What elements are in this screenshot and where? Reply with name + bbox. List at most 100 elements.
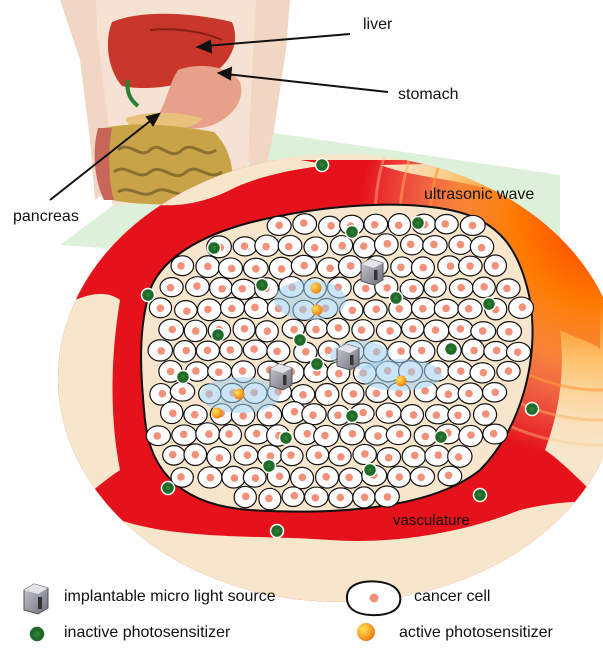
stomach-label: stomach bbox=[398, 86, 458, 104]
cancer-cell bbox=[306, 319, 328, 339]
cancer-cell bbox=[243, 340, 267, 360]
cancer-cell bbox=[509, 297, 534, 318]
cancer-cell bbox=[244, 297, 268, 318]
cancer-cell bbox=[218, 258, 242, 278]
cancer-cell bbox=[400, 279, 423, 298]
cancer-cell bbox=[198, 299, 222, 321]
inactive-photosensitizer bbox=[526, 403, 539, 416]
cancer-cell bbox=[458, 383, 482, 404]
cancer-cell bbox=[375, 234, 399, 255]
cancer-cell bbox=[449, 319, 473, 339]
cancer-cell bbox=[458, 299, 482, 319]
cancer-cell bbox=[222, 466, 246, 488]
cancer-cell bbox=[161, 402, 183, 424]
inactive-photosensitizer bbox=[364, 464, 377, 477]
cancer-cell bbox=[448, 446, 472, 468]
cancer-cell bbox=[388, 214, 410, 236]
cancer-cell bbox=[196, 256, 220, 278]
cancer-cell bbox=[304, 237, 328, 257]
micro-light-source bbox=[361, 259, 383, 285]
cancer-cell bbox=[365, 426, 389, 445]
micro-light-source bbox=[270, 364, 292, 390]
cancer-cell bbox=[449, 235, 472, 254]
cancer-cell bbox=[423, 236, 447, 255]
inactive-photosensitizer bbox=[445, 343, 458, 356]
cancer-cell bbox=[448, 405, 470, 424]
light-glow bbox=[274, 280, 346, 320]
active-photosensitizer bbox=[312, 305, 323, 316]
cancer-cell bbox=[171, 468, 193, 488]
cancer-cell bbox=[219, 424, 241, 445]
vasculature-label: vasculature bbox=[393, 512, 470, 529]
cancer-cell bbox=[329, 446, 351, 466]
cancer-cell bbox=[149, 298, 171, 318]
cancer-cell bbox=[497, 279, 520, 298]
cancer-cell bbox=[317, 258, 341, 278]
active-photosensitizer bbox=[311, 283, 322, 294]
inactive-photosensitizer bbox=[346, 410, 359, 423]
cancer-cell bbox=[459, 425, 483, 446]
cancer-cell bbox=[184, 444, 207, 466]
cancer-cell bbox=[267, 216, 291, 235]
cancer-cell bbox=[198, 467, 222, 488]
cancer-cell bbox=[159, 319, 184, 340]
cancer-cell bbox=[231, 279, 255, 299]
legend-inactive-label: inactive photosensitizer bbox=[64, 624, 230, 642]
legend-active-label: active photosensitizer bbox=[399, 624, 553, 642]
cancer-cell bbox=[291, 467, 314, 488]
cancer-cell bbox=[401, 405, 424, 426]
cancer-cell bbox=[426, 405, 451, 424]
cancer-cell bbox=[306, 445, 328, 465]
legend-cancer-cell-label: cancer cell bbox=[414, 588, 490, 606]
cancer-cell bbox=[484, 255, 506, 276]
cancer-cell bbox=[484, 341, 508, 360]
cancer-cell bbox=[293, 214, 317, 234]
inactive-photosensitizer bbox=[316, 159, 329, 172]
cancer-cell bbox=[376, 321, 401, 341]
cancer-cell bbox=[210, 278, 233, 299]
cancer-cell bbox=[196, 341, 219, 360]
ultrasonic-wave-label: ultrasonic wave bbox=[424, 186, 534, 204]
cancer-cell bbox=[245, 425, 270, 444]
cancer-cell bbox=[244, 258, 269, 278]
legend-light-source-icon bbox=[24, 584, 48, 614]
cancer-cell bbox=[234, 445, 258, 465]
cancer-cell bbox=[256, 321, 279, 342]
cancer-cell bbox=[425, 445, 449, 466]
inactive-photosensitizer bbox=[212, 329, 225, 342]
cancer-cell bbox=[375, 486, 400, 507]
cancer-cell bbox=[411, 257, 434, 279]
cancer-cell bbox=[186, 277, 210, 297]
cancer-cell bbox=[434, 299, 458, 318]
cancer-cell bbox=[470, 236, 493, 257]
legend-active-icon bbox=[357, 623, 375, 641]
cancer-cell bbox=[483, 424, 508, 444]
cancer-cell bbox=[221, 298, 245, 318]
cancer-cell bbox=[278, 235, 302, 255]
inactive-photosensitizer bbox=[177, 371, 190, 384]
cancer-cell bbox=[448, 361, 473, 381]
inactive-photosensitizer bbox=[271, 525, 284, 538]
cancer-cell bbox=[473, 404, 496, 426]
cancer-cell bbox=[171, 256, 194, 276]
inactive-photosensitizer bbox=[435, 431, 448, 444]
cancer-cell bbox=[174, 341, 196, 362]
cancer-cell bbox=[402, 319, 424, 339]
inactive-photosensitizer bbox=[208, 242, 221, 255]
cancer-cell bbox=[269, 257, 293, 279]
cancer-cell bbox=[353, 444, 376, 464]
inactive-photosensitizer bbox=[142, 289, 155, 302]
legend-inactive-icon bbox=[29, 626, 45, 642]
cancer-cell bbox=[148, 340, 172, 361]
cancer-cell bbox=[282, 487, 304, 507]
inactive-photosensitizer bbox=[256, 279, 269, 292]
cancer-cell bbox=[315, 383, 338, 405]
legend-light-source-label: implantable micro light source bbox=[64, 588, 276, 606]
cancer-cell bbox=[353, 236, 376, 257]
cancer-cell bbox=[314, 425, 339, 446]
cancer-cell bbox=[233, 237, 257, 256]
inactive-photosensitizer bbox=[390, 292, 403, 305]
cancer-cell bbox=[352, 320, 374, 340]
